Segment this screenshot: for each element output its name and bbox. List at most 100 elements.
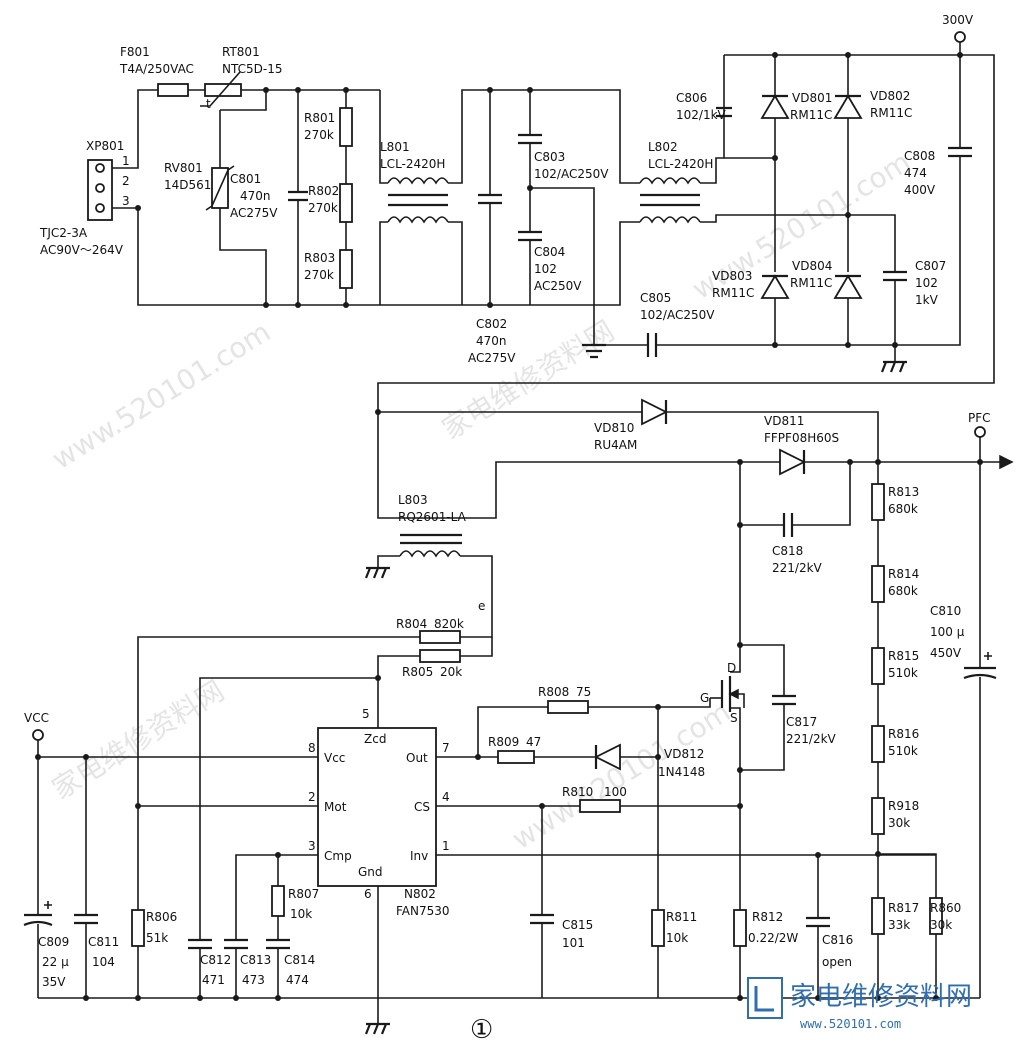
fuse-value: T4A/250VAC: [119, 62, 194, 76]
resistor-r814: [871, 565, 885, 603]
logo-icon: [747, 977, 783, 1019]
c802-value2: AC275V: [468, 351, 516, 365]
r806-value: 51k: [146, 931, 168, 945]
r817-ref: R817: [888, 901, 919, 915]
c818-ref: C818: [772, 544, 803, 558]
thermistor-symbol: t: [206, 97, 211, 111]
c814-ref: C814: [284, 953, 315, 967]
c805-value: 102/AC250V: [640, 308, 715, 322]
vd810-ref: VD810: [594, 421, 634, 435]
ic-pin-cs: CS: [414, 800, 430, 814]
ic-pin-gnd: Gnd: [358, 865, 383, 879]
connector-ref: XP801: [86, 139, 124, 153]
capacitor-c807: [883, 270, 907, 282]
c802-value1: 470n: [476, 334, 507, 348]
r801-value: 270k: [304, 128, 334, 142]
thermistor-rt801: [204, 83, 242, 97]
r813-ref: R813: [888, 485, 919, 499]
figure-number: ①: [470, 1015, 493, 1045]
resistor-r803: [339, 249, 353, 289]
c815-ref: C815: [562, 918, 593, 932]
connector-pin3-label: 3: [122, 194, 130, 208]
diode-vd810: [641, 398, 669, 426]
c804-ref: C804: [534, 245, 565, 259]
terminal-pfc: [974, 426, 986, 438]
inductor-l803-primary: [399, 550, 461, 558]
vd802-value: RM11C: [870, 106, 912, 120]
site-logo: 家电维修资料网 www.520101.com: [747, 977, 972, 1031]
c809-ref: C809: [38, 935, 69, 949]
r860-value: 30k: [930, 918, 952, 932]
ic-ref: N802: [404, 887, 436, 901]
r803-value: 270k: [304, 268, 334, 282]
varistor-ref: RV801: [164, 161, 203, 175]
ic-pin-inv: Inv: [410, 849, 428, 863]
resistor-r810: [579, 799, 621, 813]
resistor-r817: [871, 897, 885, 935]
c803-ref: C803: [534, 150, 565, 164]
rail-300v-label: 300V: [942, 13, 974, 27]
inductor-l802-bottom: [639, 216, 701, 224]
watermark-layer: www.520101.com 家电维修资料网 家电维修资料网 www.52010…: [46, 145, 916, 856]
ic-pinnum-out: 7: [442, 741, 450, 755]
r805-ref: R805: [402, 665, 433, 679]
c816-value: open: [822, 955, 852, 969]
r812-value: 0.22/2W: [748, 931, 798, 945]
r809-value: 47: [526, 735, 541, 749]
resistor-r806: [131, 909, 145, 947]
c804-value1: 102: [534, 262, 557, 276]
ground-symbol: [364, 566, 390, 579]
fuse-ref: F801: [120, 45, 150, 59]
diode-vd803: [760, 274, 790, 299]
c817-ref: C817: [786, 715, 817, 729]
vd803-ref: VD803: [712, 269, 752, 283]
c802-ref: C802: [476, 317, 507, 331]
ic-n802: [317, 727, 437, 887]
r808-ref: R808: [538, 685, 569, 699]
ic-pinnum-mot: 2: [308, 790, 316, 804]
l803-value: RQ2601-LA: [398, 510, 467, 524]
c812-ref: C812: [200, 953, 231, 967]
resistor-r811: [651, 909, 665, 947]
vd801-value: RM11C: [790, 108, 832, 122]
r817-value: 33k: [888, 918, 910, 932]
diode-vd801: [760, 94, 790, 119]
vd811-value: FFPF08H60S: [764, 431, 839, 445]
capacitor-c813: [224, 938, 248, 950]
diode-vd811: [779, 448, 807, 476]
c803-value: 102/AC250V: [534, 167, 609, 181]
l801-ref: L801: [380, 140, 410, 154]
c801-value1: 470n: [240, 189, 271, 203]
c810-ref: C810: [930, 604, 961, 618]
ic-pinnum-cs: 4: [442, 790, 450, 804]
ic-pinnum-gnd: 6: [364, 887, 372, 901]
connector-pin-1: [95, 163, 105, 173]
vd804-value: RM11C: [790, 276, 832, 290]
l802-value: LCL-2420H: [648, 157, 713, 171]
l801-value: LCL-2420H: [380, 157, 445, 171]
capacitor-c811: [74, 913, 98, 925]
c801-value2: AC275V: [230, 206, 278, 220]
c811-ref: C811: [88, 935, 119, 949]
c805-ref: C805: [640, 291, 671, 305]
r802-value: 270k: [308, 201, 338, 215]
fuse-f801: [157, 83, 189, 97]
c817-value: 221/2kV: [786, 732, 837, 746]
r815-value: 510k: [888, 666, 918, 680]
vd812-ref: VD812: [664, 747, 704, 761]
connector-input-range: AC90V～264V: [40, 243, 124, 257]
inductor-l801-bottom: [387, 216, 449, 224]
vd802-ref: VD802: [870, 89, 910, 103]
c813-ref: C813: [240, 953, 271, 967]
terminal-300v: [954, 31, 966, 43]
ic-part: FAN7530: [396, 904, 450, 918]
r809-ref: R809: [488, 735, 519, 749]
ic-pin-zcd: Zcd: [364, 732, 386, 746]
c806-ref: C806: [676, 91, 707, 105]
capacitor-c804: [518, 230, 542, 242]
c804-value2: AC250V: [534, 279, 582, 293]
watermark-site: www.520101.com: [46, 315, 276, 476]
c818-value: 221/2kV: [772, 561, 823, 575]
